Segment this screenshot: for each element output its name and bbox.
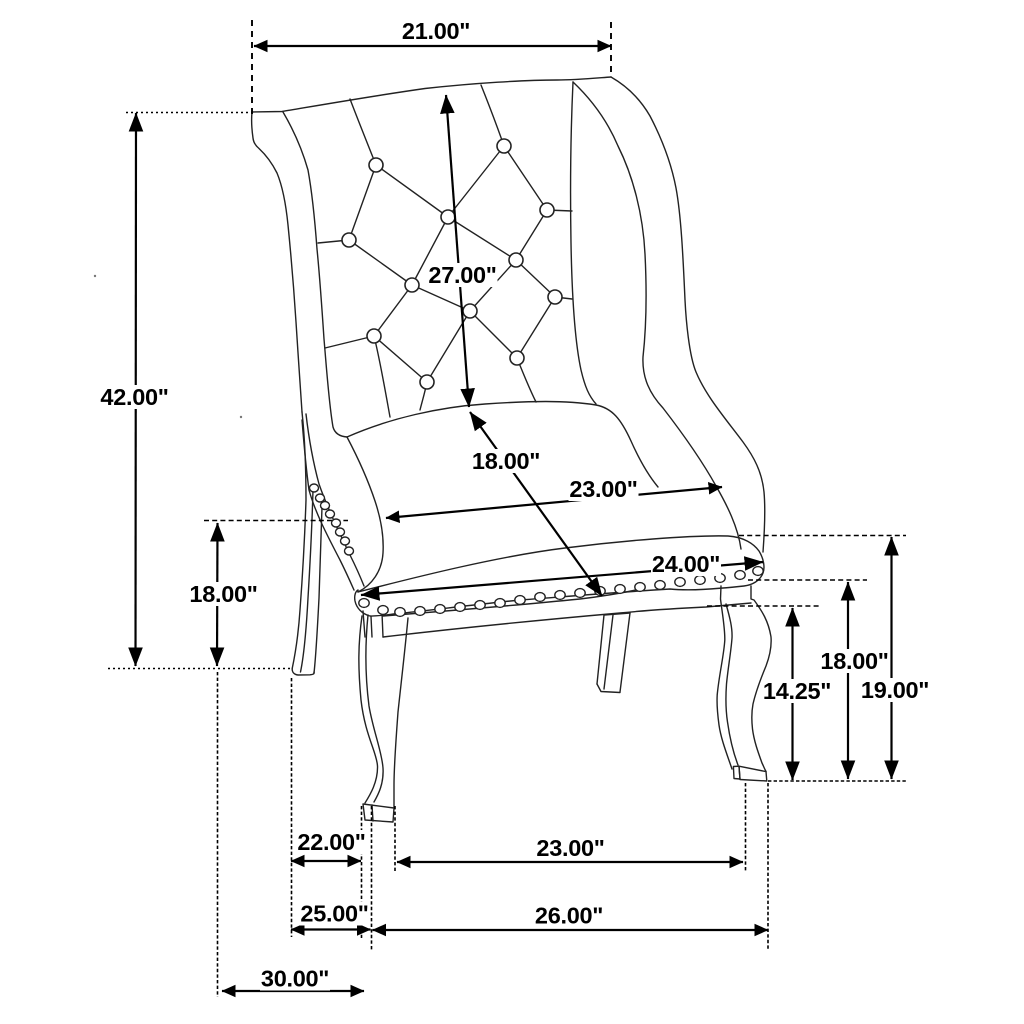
svg-text:18.00": 18.00" bbox=[820, 648, 888, 674]
svg-text:42.00": 42.00" bbox=[100, 384, 168, 410]
svg-text:14.25": 14.25" bbox=[763, 678, 831, 704]
svg-text:21.00": 21.00" bbox=[402, 18, 470, 44]
svg-text:18.00": 18.00" bbox=[472, 448, 540, 474]
svg-text:27.00": 27.00" bbox=[428, 262, 496, 288]
svg-text:26.00": 26.00" bbox=[535, 903, 603, 929]
svg-text:23.00": 23.00" bbox=[569, 476, 637, 502]
svg-text:23.00": 23.00" bbox=[536, 835, 604, 861]
svg-text:19.00": 19.00" bbox=[861, 677, 929, 703]
svg-text:18.00": 18.00" bbox=[189, 581, 257, 607]
svg-text:22.00": 22.00" bbox=[297, 829, 365, 855]
svg-text:25.00": 25.00" bbox=[300, 901, 368, 927]
svg-text:30.00": 30.00" bbox=[261, 966, 329, 992]
svg-text:24.00": 24.00" bbox=[652, 551, 720, 577]
